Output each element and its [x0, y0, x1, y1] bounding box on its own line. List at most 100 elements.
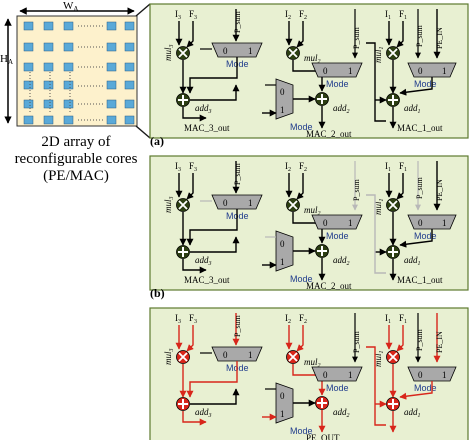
add2-label: add2 — [333, 407, 350, 419]
plus-icon — [388, 247, 398, 257]
multiplexer-symbol — [275, 78, 294, 120]
mux-input-1-label: 1 — [348, 370, 353, 380]
p-sum-1-label: P_sum — [415, 176, 424, 199]
multiply-cross-icon — [388, 200, 398, 210]
mul3-label: mul3 — [163, 349, 175, 366]
plus-icon — [317, 94, 327, 104]
p-sum-2-label: P_sum — [352, 26, 361, 49]
p-sum-2-label: P_sum — [352, 178, 361, 201]
mux-input-0-label: 0 — [223, 198, 228, 208]
mux-input-0-label: 0 — [280, 391, 285, 401]
core-cell — [43, 62, 54, 72]
add1-label: add1 — [404, 407, 421, 419]
mac1-out-label: MAC_1_out — [397, 123, 443, 133]
input-i3-label: I3 — [175, 9, 181, 21]
mux1-out-wire — [399, 77, 433, 96]
mux-input-0-label: 0 — [280, 239, 285, 249]
mode-label: Mode — [414, 383, 437, 393]
multiplexer-symbol — [275, 230, 294, 272]
mux3-out-wire — [186, 361, 238, 398]
core-grid — [23, 21, 135, 125]
input-f2-label: F2 — [299, 313, 307, 325]
mux-input-0-label: 0 — [323, 218, 328, 228]
mux-input-1-label: 1 — [442, 66, 447, 76]
mux-input-0-label: 0 — [323, 66, 328, 76]
interstage-wire — [366, 42, 386, 122]
input-i1-label: I1 — [385, 9, 391, 21]
core-cell — [63, 99, 74, 109]
core-cell — [23, 80, 34, 90]
array-caption-line-2: reconfigurable cores — [15, 151, 138, 167]
mul1-label: mul1 — [373, 47, 385, 64]
core-cell — [43, 80, 54, 90]
input-i2-label: I2 — [285, 9, 291, 21]
core-cell — [63, 80, 74, 90]
input-f1-label: F1 — [399, 313, 407, 325]
f3-wire — [186, 325, 194, 352]
multiply-cross-icon — [178, 352, 188, 362]
plus-icon — [178, 95, 188, 105]
f2-wire — [296, 325, 304, 352]
mux-input-0-label: 0 — [418, 218, 423, 228]
core-cell — [106, 80, 117, 90]
mac2-out-label: PE_OUT — [306, 433, 340, 440]
f1-wire — [396, 325, 404, 352]
mac2-out-label: MAC_2_out — [306, 129, 352, 139]
core-cell — [124, 80, 135, 90]
pe-in-label: PE_IN — [435, 179, 444, 201]
core-cell — [124, 99, 135, 109]
f3-wire — [186, 21, 194, 48]
mux3-out-wire — [186, 57, 238, 94]
mode-label: Mode — [326, 383, 349, 393]
zoom-line-bottom — [135, 125, 151, 139]
p-sum-label: P_sum — [233, 162, 242, 185]
p-sum-label: P_sum — [233, 10, 242, 33]
input-i1-label: I1 — [385, 313, 391, 325]
core-cell — [63, 115, 74, 125]
mode-label: Mode — [290, 274, 313, 284]
core-cell — [43, 115, 54, 125]
core-cell — [63, 21, 74, 31]
mux-input-1-label: 1 — [248, 350, 253, 360]
mul1-label: mul1 — [373, 351, 385, 368]
core-cell — [106, 99, 117, 109]
core-array-figure: WA HA 2D array of reconfigurable cores (… — [0, 0, 151, 184]
mux-input-0-label: 0 — [223, 46, 228, 56]
mode-label: Mode — [290, 426, 313, 436]
height-label: HA — [0, 53, 13, 66]
p-sum-1-label: P_sum — [415, 328, 424, 351]
mux-input-1-label: 1 — [348, 218, 353, 228]
p-sum-2-label: P_sum — [352, 330, 361, 353]
mul3-label: mul3 — [163, 45, 175, 62]
panel-letter-label: (c) — [150, 438, 163, 440]
mode-label: Mode — [326, 231, 349, 241]
multiplexer-symbol — [311, 366, 363, 382]
core-cell — [23, 42, 34, 52]
multiplexer-symbol — [211, 42, 263, 58]
core-cell — [43, 42, 54, 52]
mux-input-0-label: 0 — [323, 370, 328, 380]
input-f1-label: F1 — [399, 161, 407, 173]
core-cell — [124, 115, 135, 125]
f2-wire — [296, 173, 304, 200]
core-cell — [106, 115, 117, 125]
f1-wire — [396, 21, 404, 48]
multiplexer-symbol — [311, 214, 363, 230]
core-cell — [63, 62, 74, 72]
plus-icon — [317, 398, 327, 408]
mux-input-1-label: 1 — [348, 66, 353, 76]
core-cell — [124, 62, 135, 72]
input-i1-label: I1 — [385, 161, 391, 173]
mul2-to-add2-wire — [292, 60, 326, 92]
mode-label: Mode — [290, 122, 313, 132]
mux-input-0-label: 0 — [280, 87, 285, 97]
mul2-to-add2-wire — [292, 212, 326, 244]
mux-input-1-label: 1 — [248, 46, 253, 56]
mux-input-1-label: 1 — [280, 105, 285, 115]
multiplexer-symbol — [211, 194, 263, 210]
mux-input-0-label: 0 — [418, 66, 423, 76]
core-cell — [106, 21, 117, 31]
